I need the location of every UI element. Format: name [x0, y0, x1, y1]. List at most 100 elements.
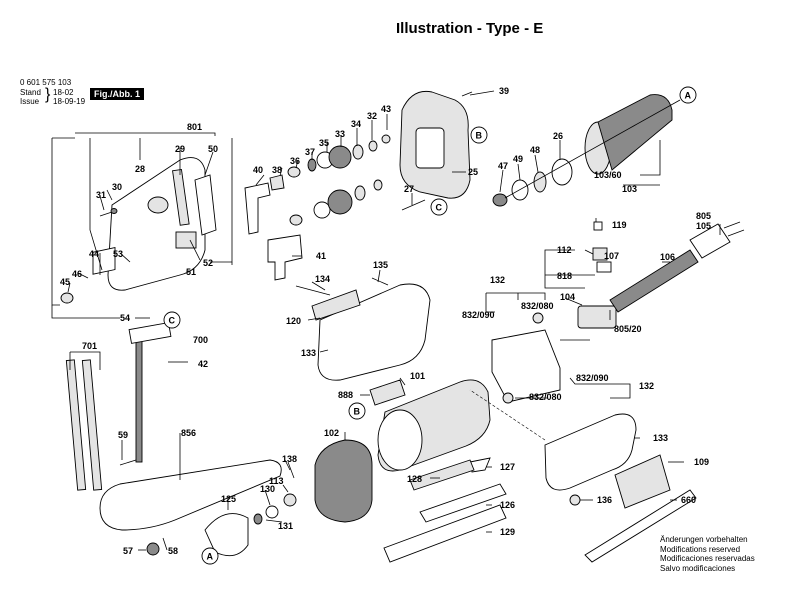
footer-line: Änderungen vorbehalten [660, 535, 748, 544]
part-label: 103/60 [594, 170, 622, 180]
part-label: 41 [316, 251, 326, 261]
part-label: 57 [123, 546, 133, 556]
part-label: 26 [553, 131, 563, 141]
part-label: 34 [351, 119, 361, 129]
part-label: 48 [530, 145, 540, 155]
part-888-shape [369, 379, 406, 406]
callout-a-top-label: A [685, 91, 692, 101]
part-label: 700 [193, 335, 208, 345]
lower-washer-shape [354, 185, 366, 201]
callout-b-top-label: B [476, 131, 483, 141]
part-label: 134 [315, 274, 330, 284]
part-label: 37 [305, 147, 315, 157]
part-label: 131 [278, 521, 293, 531]
callout-c-top-label: C [436, 203, 443, 213]
part-label: 132 [639, 381, 654, 391]
part-44-shape [92, 247, 116, 275]
part-label: 801 [187, 122, 202, 132]
callout-b-mid [348, 402, 366, 420]
lower-gear-large-shape [327, 189, 353, 215]
part-48-shape [533, 171, 547, 193]
lower-gear-shape [313, 201, 331, 219]
part-109-shape [614, 454, 671, 509]
part-label: 133 [301, 348, 316, 358]
part-128-shape [409, 459, 475, 491]
part-label: 31 [96, 190, 106, 200]
part-105-pin-2 [727, 229, 745, 237]
part-number: 0 601 575 103 [20, 78, 72, 87]
part-701-right [81, 359, 103, 491]
part-103-shaft [504, 99, 681, 199]
part-660-shape [584, 489, 697, 563]
part-50-shape [194, 174, 217, 236]
part-131-shape [253, 513, 263, 525]
part-label: 888 [338, 390, 353, 400]
part-120-shape [311, 289, 361, 321]
part-label: 818 [557, 271, 572, 281]
part-label: 53 [113, 249, 123, 259]
part-130-shape [265, 505, 279, 519]
stand-value: 18-02 [53, 88, 74, 97]
part-label: 30 [112, 182, 122, 192]
part-51-shape [175, 231, 197, 249]
part-label: 832/080 [529, 392, 562, 402]
part-133a-shape [317, 283, 431, 381]
part-label: 138 [282, 454, 297, 464]
part-label: 120 [286, 316, 301, 326]
part-label: 135 [373, 260, 388, 270]
part-32-shape [368, 140, 378, 152]
part-27-shape [401, 199, 426, 211]
part-33-shape [328, 145, 352, 169]
part-34-shape [352, 144, 364, 160]
part-126-shape [419, 483, 507, 523]
part-104-shape [577, 305, 617, 329]
page-title: Illustration - Type - E [396, 20, 544, 37]
callout-c-left [163, 311, 181, 329]
part-label: 701 [82, 341, 97, 351]
stand-label: Stand [20, 88, 41, 97]
part-label: 832/080 [521, 301, 554, 311]
part-label: 32 [367, 111, 377, 121]
part-38-shape [269, 174, 285, 191]
part-102-shape [314, 439, 373, 523]
part-101-bore [377, 409, 423, 471]
part-133b-shape [544, 413, 637, 491]
part-label: 59 [118, 430, 128, 440]
part-47-shape [492, 193, 508, 207]
part-25-window [415, 127, 445, 169]
part-label: 29 [175, 144, 185, 154]
part-label: 44 [89, 249, 99, 259]
part-700-top [128, 322, 172, 344]
part-31-shape [99, 211, 113, 217]
footer-note: Änderungen vorbehalten Modifications res… [660, 535, 755, 573]
part-label: 105 [696, 221, 711, 231]
issue-label: Issue [20, 97, 40, 106]
part-label: 35 [319, 138, 329, 148]
part-45-shape [60, 292, 74, 304]
callout-c-top [430, 198, 448, 216]
part-label: 130 [260, 484, 275, 494]
part-30-shape [110, 208, 118, 214]
part-106-shape [609, 249, 699, 313]
part-label: 133 [653, 433, 668, 443]
part-label: 119 [612, 220, 627, 230]
part-856-shape [99, 459, 282, 531]
part-label: 101 [410, 371, 425, 381]
part-label: 109 [694, 457, 709, 467]
footer-line: Modifications reserved [660, 544, 741, 554]
part-43-shape [381, 134, 391, 144]
part-36-shape [287, 166, 301, 178]
lower-bushing-shape [289, 214, 303, 226]
part-113-shape [283, 493, 297, 507]
part-107-shape [596, 261, 612, 273]
lower-pin-shape [373, 179, 383, 191]
part-label: 45 [60, 277, 70, 287]
part-label: 43 [381, 104, 391, 114]
part-label: 38 [272, 165, 282, 175]
part-label: 129 [500, 527, 515, 537]
part-label: 805 [696, 211, 711, 221]
part-label: 132 [490, 275, 505, 285]
part-label: 39 [499, 86, 509, 96]
part-label: 113 [269, 476, 284, 486]
